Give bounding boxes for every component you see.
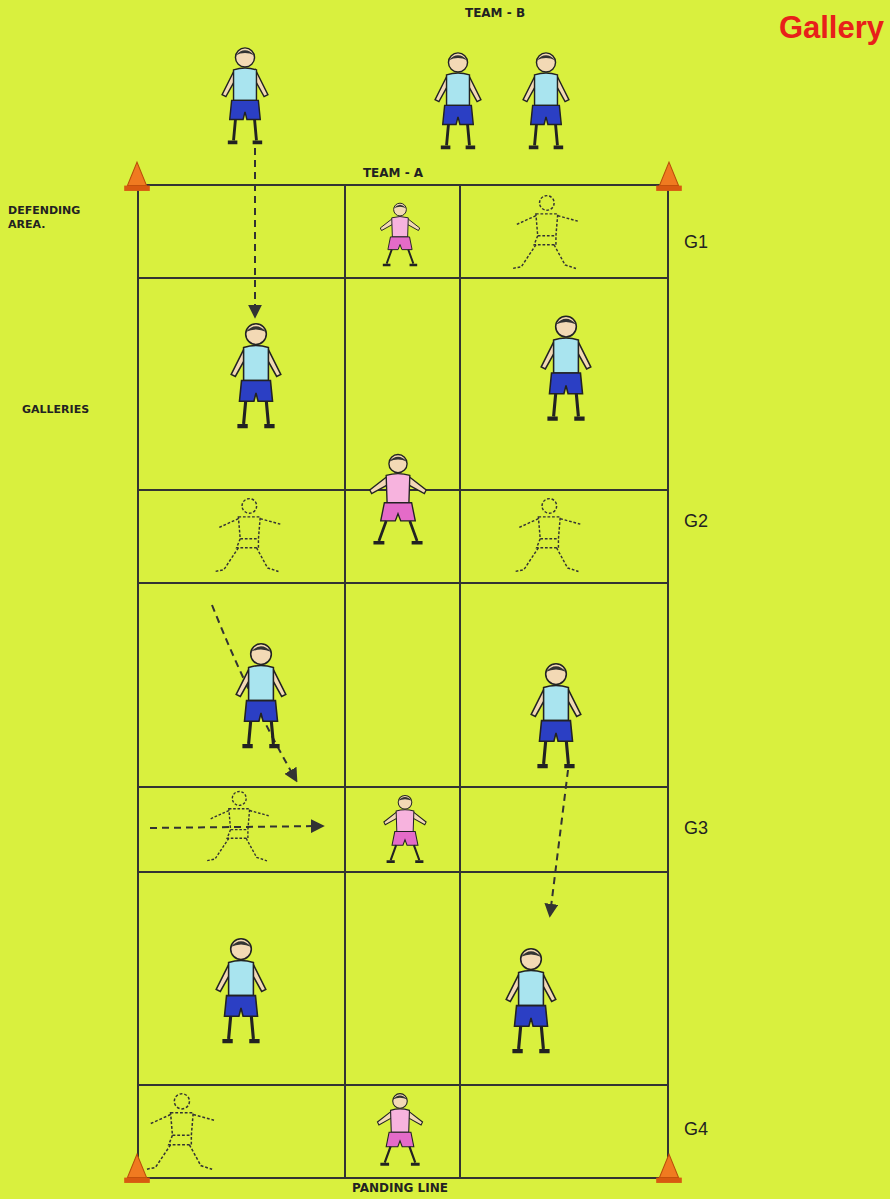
team-b-players: [216, 48, 591, 1053]
court-lines: [138, 185, 668, 1178]
team-a-players: [370, 203, 426, 1165]
gallery-number: G3: [684, 818, 708, 839]
area-label: GALLERIES: [22, 403, 89, 416]
movement-arrows: [150, 148, 568, 915]
heading: Gallery: [779, 10, 884, 46]
ghost-players: [146, 196, 580, 1170]
gallery-number: G2: [684, 511, 708, 532]
corner-cones: [124, 162, 682, 1183]
line-label: PANDING LINE: [352, 1181, 448, 1195]
area-label: DEFENDING AREA.: [8, 204, 108, 232]
gallery-number: G1: [684, 232, 708, 253]
team-label: TEAM - A: [363, 166, 423, 180]
gallery-number: G4: [684, 1119, 708, 1140]
team-label: TEAM - B: [465, 6, 525, 20]
